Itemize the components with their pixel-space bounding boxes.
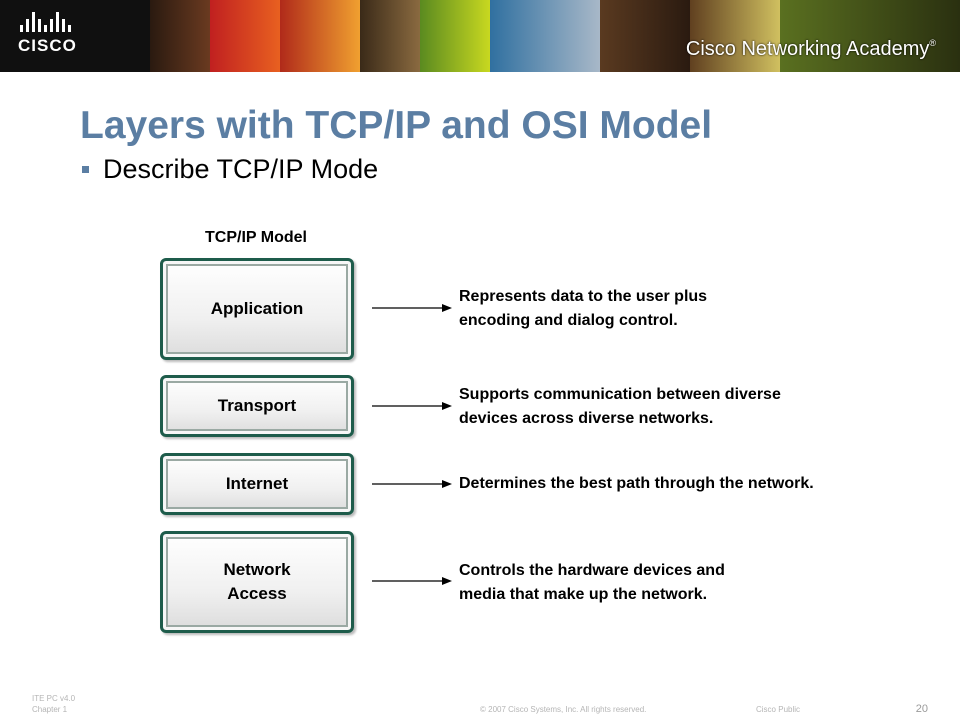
layer-box-internet: Internet <box>160 453 354 515</box>
cisco-bars-icon <box>20 12 98 32</box>
cisco-wordmark: CISCO <box>18 36 77 55</box>
photo-strip <box>600 0 690 72</box>
page-number: 20 <box>915 703 928 715</box>
photo-strip <box>690 0 780 72</box>
photo-strip <box>780 0 960 72</box>
layer-description-internet: Determines the best path through the net… <box>459 475 814 492</box>
slide-bullet: Describe TCP/IP Mode <box>82 154 378 185</box>
photo-strip <box>210 0 280 72</box>
footer-classification: Cisco Public <box>756 705 801 714</box>
layer-box-application: Application <box>160 258 354 360</box>
bullet-text: Describe TCP/IP Mode <box>103 154 379 184</box>
photo-strip <box>490 0 600 72</box>
layer-description-network-access: Controls the hardware devices and media … <box>459 562 725 603</box>
footer-copyright: © 2007 Cisco Systems, Inc. All rights re… <box>480 705 647 714</box>
arrow-right-icon <box>372 304 452 312</box>
model-heading: TCP/IP Model <box>205 229 307 246</box>
footer-course: ITE PC v4.0 <box>32 694 76 703</box>
footer-chapter: Chapter 1 <box>32 705 68 714</box>
layer-box-transport: Transport <box>160 375 354 437</box>
photo-strip <box>360 0 420 72</box>
academy-mark: ® <box>929 38 936 48</box>
arrow-right-icon <box>372 480 452 488</box>
bullet-square-icon <box>82 166 89 173</box>
academy-text: Cisco Networking Academy <box>685 38 930 60</box>
photo-strip <box>280 0 360 72</box>
photo-strip <box>420 0 490 72</box>
arrow-right-icon <box>372 402 452 410</box>
header-banner: CISCO Cisco Networking Academy® <box>0 0 960 72</box>
cisco-logo: CISCO <box>18 12 98 60</box>
slide-title: Layers with TCP/IP and OSI Model <box>80 104 713 147</box>
layer-box-network-access: Network Access <box>160 531 354 633</box>
layer-description-application: Represents data to the user plus encodin… <box>459 288 708 329</box>
photo-strip <box>150 0 210 72</box>
academy-brand: Cisco Networking Academy® <box>686 38 936 61</box>
arrow-right-icon <box>372 577 452 585</box>
layer-description-transport: Supports communication between diverse d… <box>459 386 781 427</box>
